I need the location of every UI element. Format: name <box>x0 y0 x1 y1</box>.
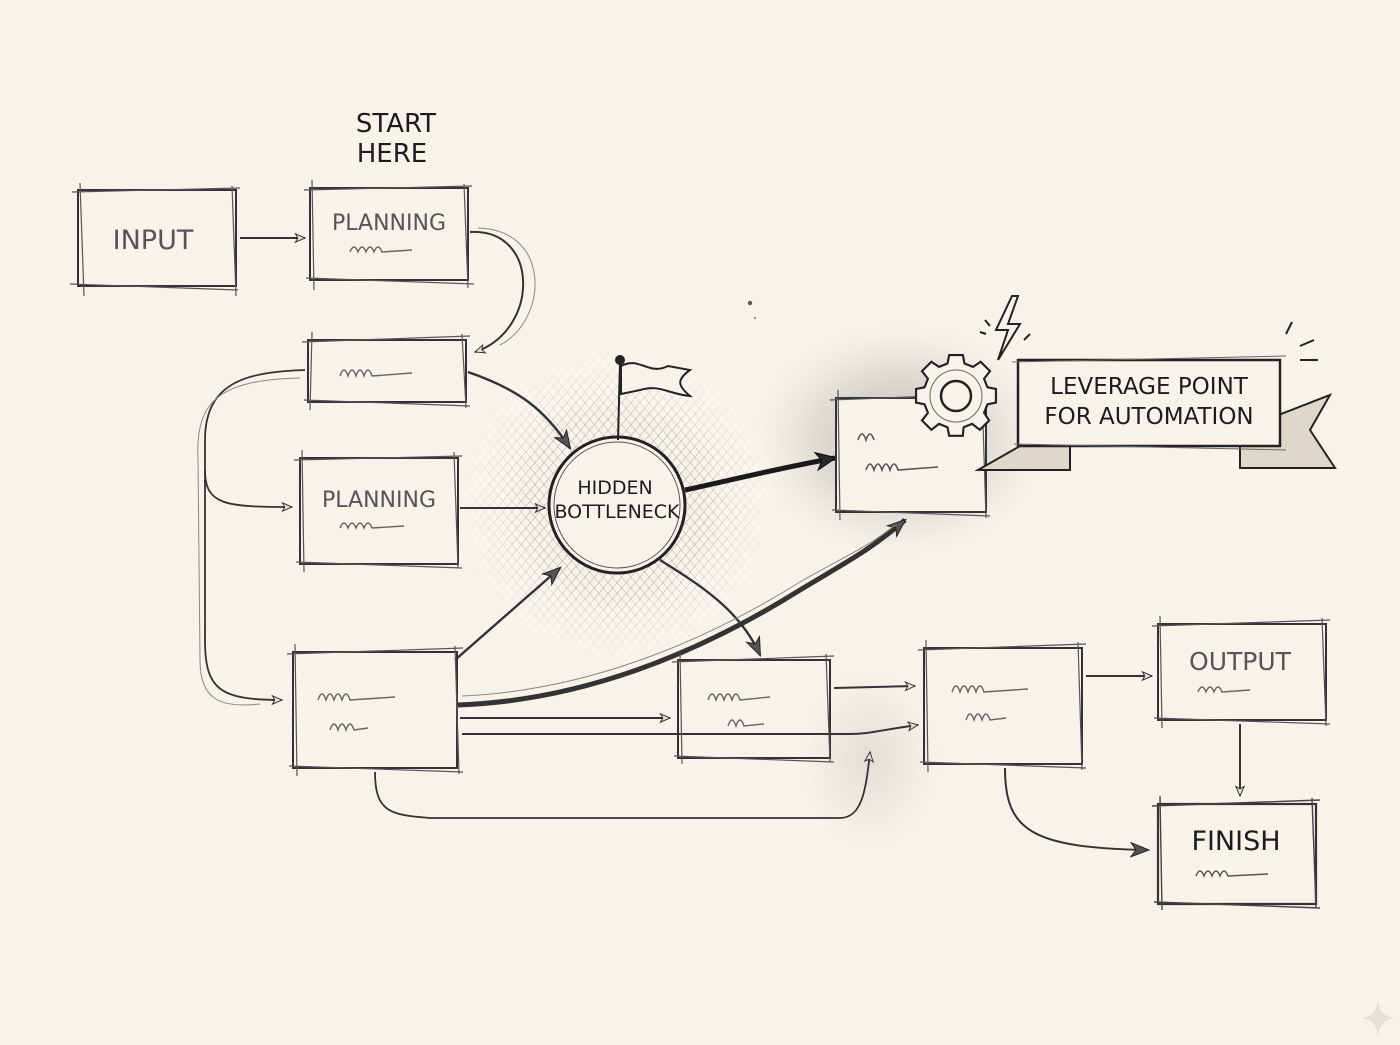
step-box-7 <box>917 639 1087 773</box>
leverage-label-line-2: FOR AUTOMATION <box>1044 404 1253 430</box>
scribble-text <box>349 246 413 254</box>
gear-icon <box>914 353 998 437</box>
paper-speck <box>754 317 756 319</box>
start-here-line-1: START <box>356 109 436 139</box>
scribble-text <box>727 719 765 729</box>
branch-to-planning-mid <box>204 469 294 513</box>
arrow-step3-to-bottleneck <box>467 370 570 448</box>
planning-top-label: PLANNING <box>332 211 446 236</box>
arrow-step5-to-bottleneck <box>454 568 560 661</box>
planning-top-box: PLANNING <box>303 179 475 291</box>
arrow-planning-to-step3 <box>469 230 525 354</box>
arrow-step5-to-leverage <box>457 518 905 708</box>
input-label: INPUT <box>113 225 194 256</box>
output-label: OUTPUT <box>1189 647 1292 676</box>
scribble-text <box>1197 686 1251 694</box>
step-box-6 <box>671 651 835 765</box>
bottleneck-label-line-2: BOTTLENECK <box>554 501 680 523</box>
scribble-text <box>857 433 875 443</box>
output-box: OUTPUT <box>1151 615 1331 729</box>
scribble-text <box>707 693 771 703</box>
flag-icon <box>615 355 694 441</box>
scribble-text <box>329 723 369 733</box>
loop-line-left <box>204 369 306 706</box>
step-box-5 <box>286 643 464 777</box>
start-here-line-2: HERE <box>357 139 427 169</box>
leverage-banner: LEVERAGE POINT FOR AUTOMATION <box>974 321 1337 471</box>
scribble-text <box>951 685 1029 695</box>
planning-mid-box: PLANNING <box>293 449 463 573</box>
lightning-spark-icon <box>979 295 1031 361</box>
planning-mid-label: PLANNING <box>322 488 436 513</box>
sparkle-star-icon <box>1362 1000 1394 1036</box>
leverage-label-line-1: LEVERAGE POINT <box>1050 374 1249 400</box>
scribble-text <box>317 693 396 703</box>
scribble-text <box>965 713 1007 723</box>
arrow-bottleneck-to-step6 <box>659 558 762 655</box>
step-box-3 <box>301 331 471 411</box>
arrow-step5-to-step7 <box>462 721 920 735</box>
scribble-text <box>865 463 939 473</box>
finish-box: FINISH <box>1151 795 1321 911</box>
scribble-text <box>1195 870 1269 878</box>
arrow-bottleneck-to-leverage <box>684 458 835 493</box>
scribble-text <box>339 522 405 530</box>
arrow-step6-to-step7 <box>833 681 917 692</box>
start-here-note: START HERE <box>356 109 436 169</box>
paper-speck <box>747 300 753 306</box>
arrow-step7-to-finish <box>1004 767 1148 850</box>
finish-label: FINISH <box>1191 826 1280 857</box>
loop-line-bottom <box>374 750 875 819</box>
scribble-text <box>339 369 413 379</box>
input-box: INPUT <box>69 182 241 297</box>
bottleneck-label-line-1: HIDDEN <box>577 477 652 499</box>
